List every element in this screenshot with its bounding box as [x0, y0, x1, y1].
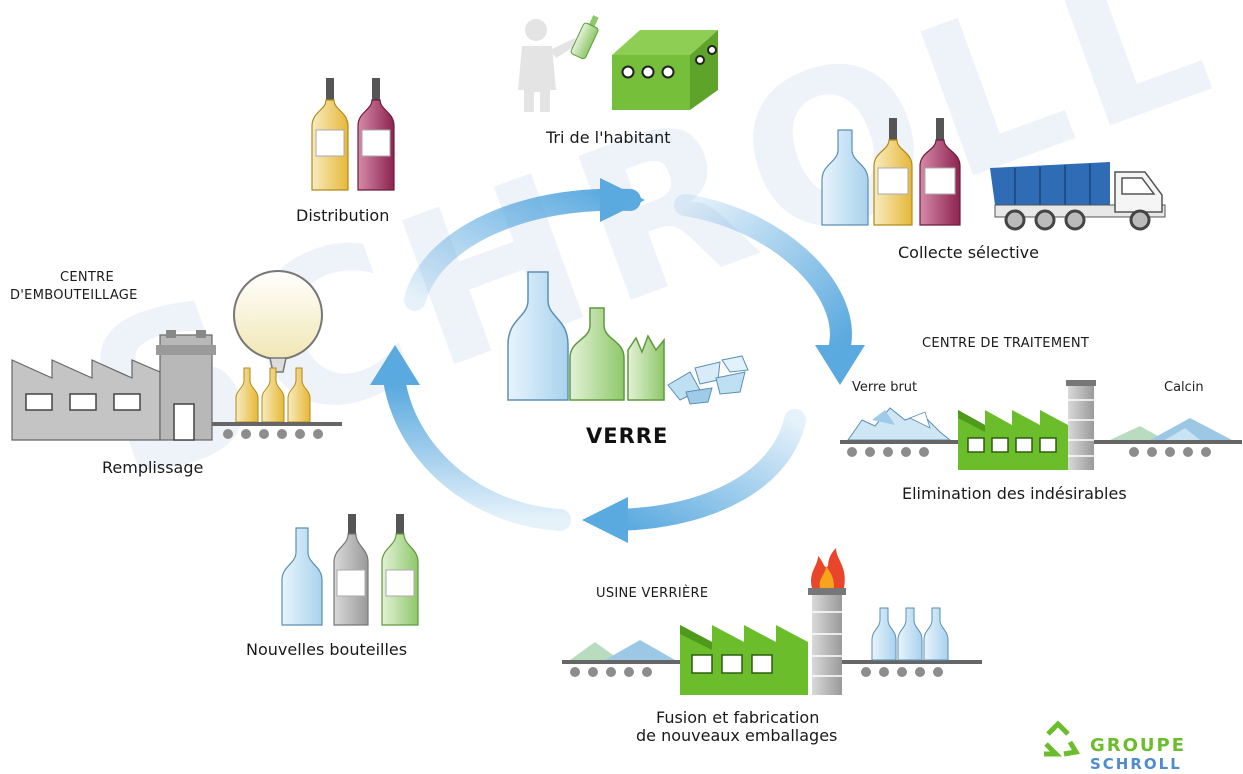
- distribution-label: Distribution: [296, 206, 390, 225]
- cycle-arrow-top: [404, 188, 641, 311]
- center-title: VERRE: [586, 424, 669, 448]
- nouvelles-label: Nouvelles bouteilles: [246, 640, 408, 659]
- tri-illustration: [518, 15, 718, 112]
- flame-icon: [811, 548, 845, 588]
- usine-label-line1: Fusion et fabrication: [656, 708, 820, 727]
- remplissage-label: Remplissage: [102, 458, 204, 477]
- recycle-icon: [1044, 720, 1081, 757]
- traitement-heading: CENTRE DE TRAITEMENT: [922, 336, 1090, 351]
- verre-brut-label: Verre brut: [852, 380, 918, 395]
- remplissage-heading-line1: CENTRE: [60, 270, 115, 285]
- nouvelles-illustration: [281, 514, 419, 626]
- collecte-label: Collecte sélective: [898, 243, 1039, 262]
- cycle-arrow-left: [384, 374, 571, 531]
- cycle-arrow-right: [674, 194, 852, 356]
- traitement-label: Elimination des indésirables: [902, 484, 1127, 503]
- usine-heading: USINE VERRIÈRE: [596, 586, 709, 601]
- remplissage-heading-line2: D'EMBOUTEILLAGE: [10, 288, 138, 303]
- calcin-label: Calcin: [1164, 380, 1204, 395]
- traitement-illustration: [840, 380, 1242, 470]
- tri-label: Tri de l'habitant: [546, 128, 671, 147]
- cycle-arrow-bottom: [599, 409, 806, 531]
- logo-line1: GROUPE: [1090, 735, 1187, 756]
- usine-illustration: [562, 548, 982, 695]
- logo-line2: SCHROLL: [1090, 755, 1182, 773]
- collecte-illustration: [821, 118, 1166, 231]
- usine-label-line2: de nouveaux emballages: [636, 726, 838, 745]
- cycle-arrows: [370, 178, 865, 543]
- distribution-illustration: [311, 78, 395, 191]
- center-glass-illustration: [507, 271, 749, 405]
- remplissage-illustration: [11, 270, 342, 441]
